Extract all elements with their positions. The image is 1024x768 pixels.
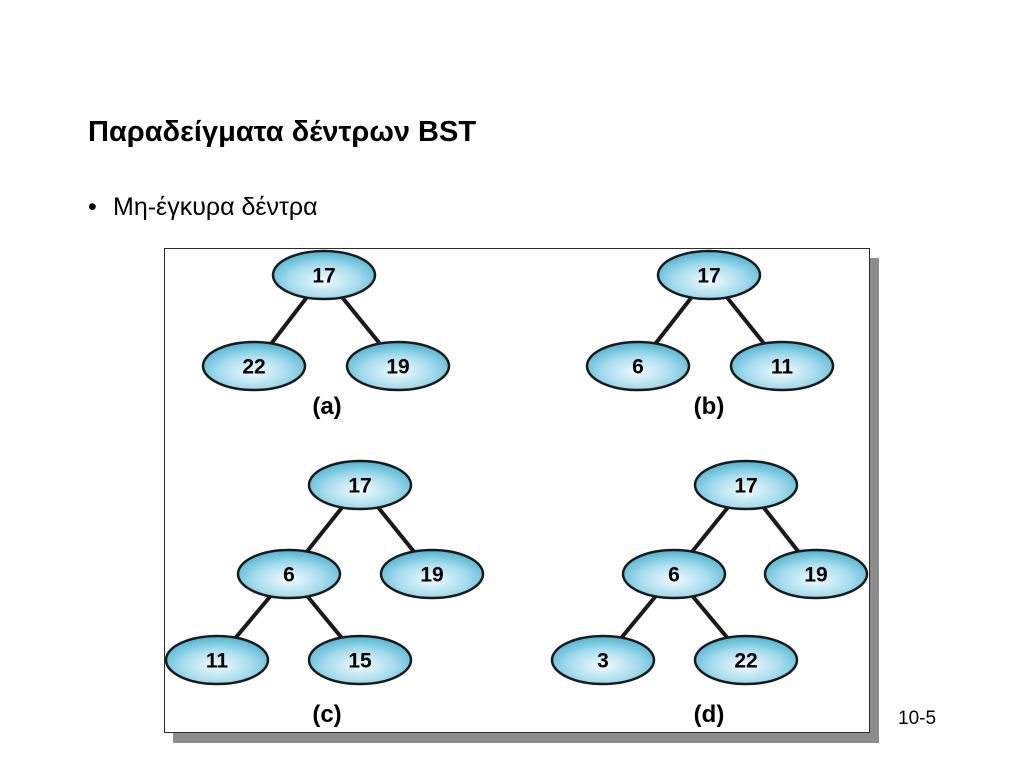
tree-b-caption: (b) xyxy=(694,393,725,420)
tree-d-node: 6 xyxy=(621,548,727,600)
tree-a-node-shape xyxy=(201,340,307,392)
tree-d-node-label: 6 xyxy=(668,564,680,587)
page-number: 10-5 xyxy=(898,708,937,729)
tree-a-node: 22 xyxy=(201,340,307,392)
tree-c-node-shape xyxy=(307,634,413,686)
tree-b-node-label: 6 xyxy=(632,356,644,379)
tree-d-node-shape xyxy=(621,548,727,600)
tree-a-node-label: 19 xyxy=(386,356,409,379)
tree-d-node-label: 22 xyxy=(734,650,757,673)
tree-c-node-shape xyxy=(236,548,342,600)
tree-b-node-label: 11 xyxy=(771,356,794,379)
tree-c-node-label: 11 xyxy=(206,650,229,673)
tree-c-node-label: 19 xyxy=(420,564,443,587)
tree-d-node-shape xyxy=(693,634,799,686)
tree-b-node: 17 xyxy=(656,249,762,301)
tree-d-node-label: 19 xyxy=(804,564,827,587)
tree-a-caption: (a) xyxy=(312,393,341,420)
tree-c-node-label: 15 xyxy=(348,650,372,673)
tree-c-caption: (c) xyxy=(312,701,341,728)
tree-b-node-label: 17 xyxy=(697,265,720,288)
tree-a-node: 17 xyxy=(271,249,377,301)
tree-c-node: 17 xyxy=(307,459,413,511)
tree-c-node: 6 xyxy=(236,548,342,600)
trees-diagram: 17 22 19 17 6 11 17 6 19 11 15 17 6 19 3 22 (a) (b) (c) (d… xyxy=(165,249,869,728)
tree-b-node-shape xyxy=(585,340,691,392)
bullet-item: • Μη-έγκυρα δέντρα xyxy=(88,193,318,222)
tree-a-node-label: 22 xyxy=(242,356,265,379)
bst-figure: 17 22 19 17 6 11 17 6 19 11 15 17 6 19 3 22 (a) (b) (c) (d… xyxy=(164,248,870,733)
slide-title: Παραδείγματα δέντρων BST xyxy=(88,116,477,148)
tree-c-node-shape xyxy=(165,634,270,686)
bullet-dot: • xyxy=(88,193,97,221)
tree-d-node: 3 xyxy=(550,634,656,686)
tree-c-node-shape xyxy=(379,548,485,600)
tree-d-node-label: 17 xyxy=(734,475,757,498)
tree-c-node: 19 xyxy=(379,548,485,600)
tree-d-node: 19 xyxy=(763,548,869,600)
tree-a-node: 19 xyxy=(345,340,451,392)
tree-b-node-shape xyxy=(656,249,762,301)
tree-d-node-shape xyxy=(550,634,656,686)
tree-a-node-shape xyxy=(271,249,377,301)
tree-c-node: 11 xyxy=(165,634,270,686)
tree-a-node-label: 17 xyxy=(312,265,335,288)
tree-d-node: 22 xyxy=(693,634,799,686)
tree-b-node-shape xyxy=(729,340,835,392)
tree-b-node: 6 xyxy=(585,340,691,392)
tree-d-node-label: 3 xyxy=(597,650,609,673)
tree-c-node-label: 17 xyxy=(348,475,371,498)
tree-a-node-shape xyxy=(345,340,451,392)
bullet-text: Μη-έγκυρα δέντρα xyxy=(113,193,318,221)
tree-d-caption: (d) xyxy=(694,701,725,728)
tree-c-node: 15 xyxy=(307,634,413,686)
tree-c-node-shape xyxy=(307,459,413,511)
tree-c-node-label: 6 xyxy=(283,564,295,587)
tree-d-node: 17 xyxy=(693,459,799,511)
tree-d-node-shape xyxy=(763,548,869,600)
tree-d-node-shape xyxy=(693,459,799,511)
tree-b-node: 11 xyxy=(729,340,835,392)
